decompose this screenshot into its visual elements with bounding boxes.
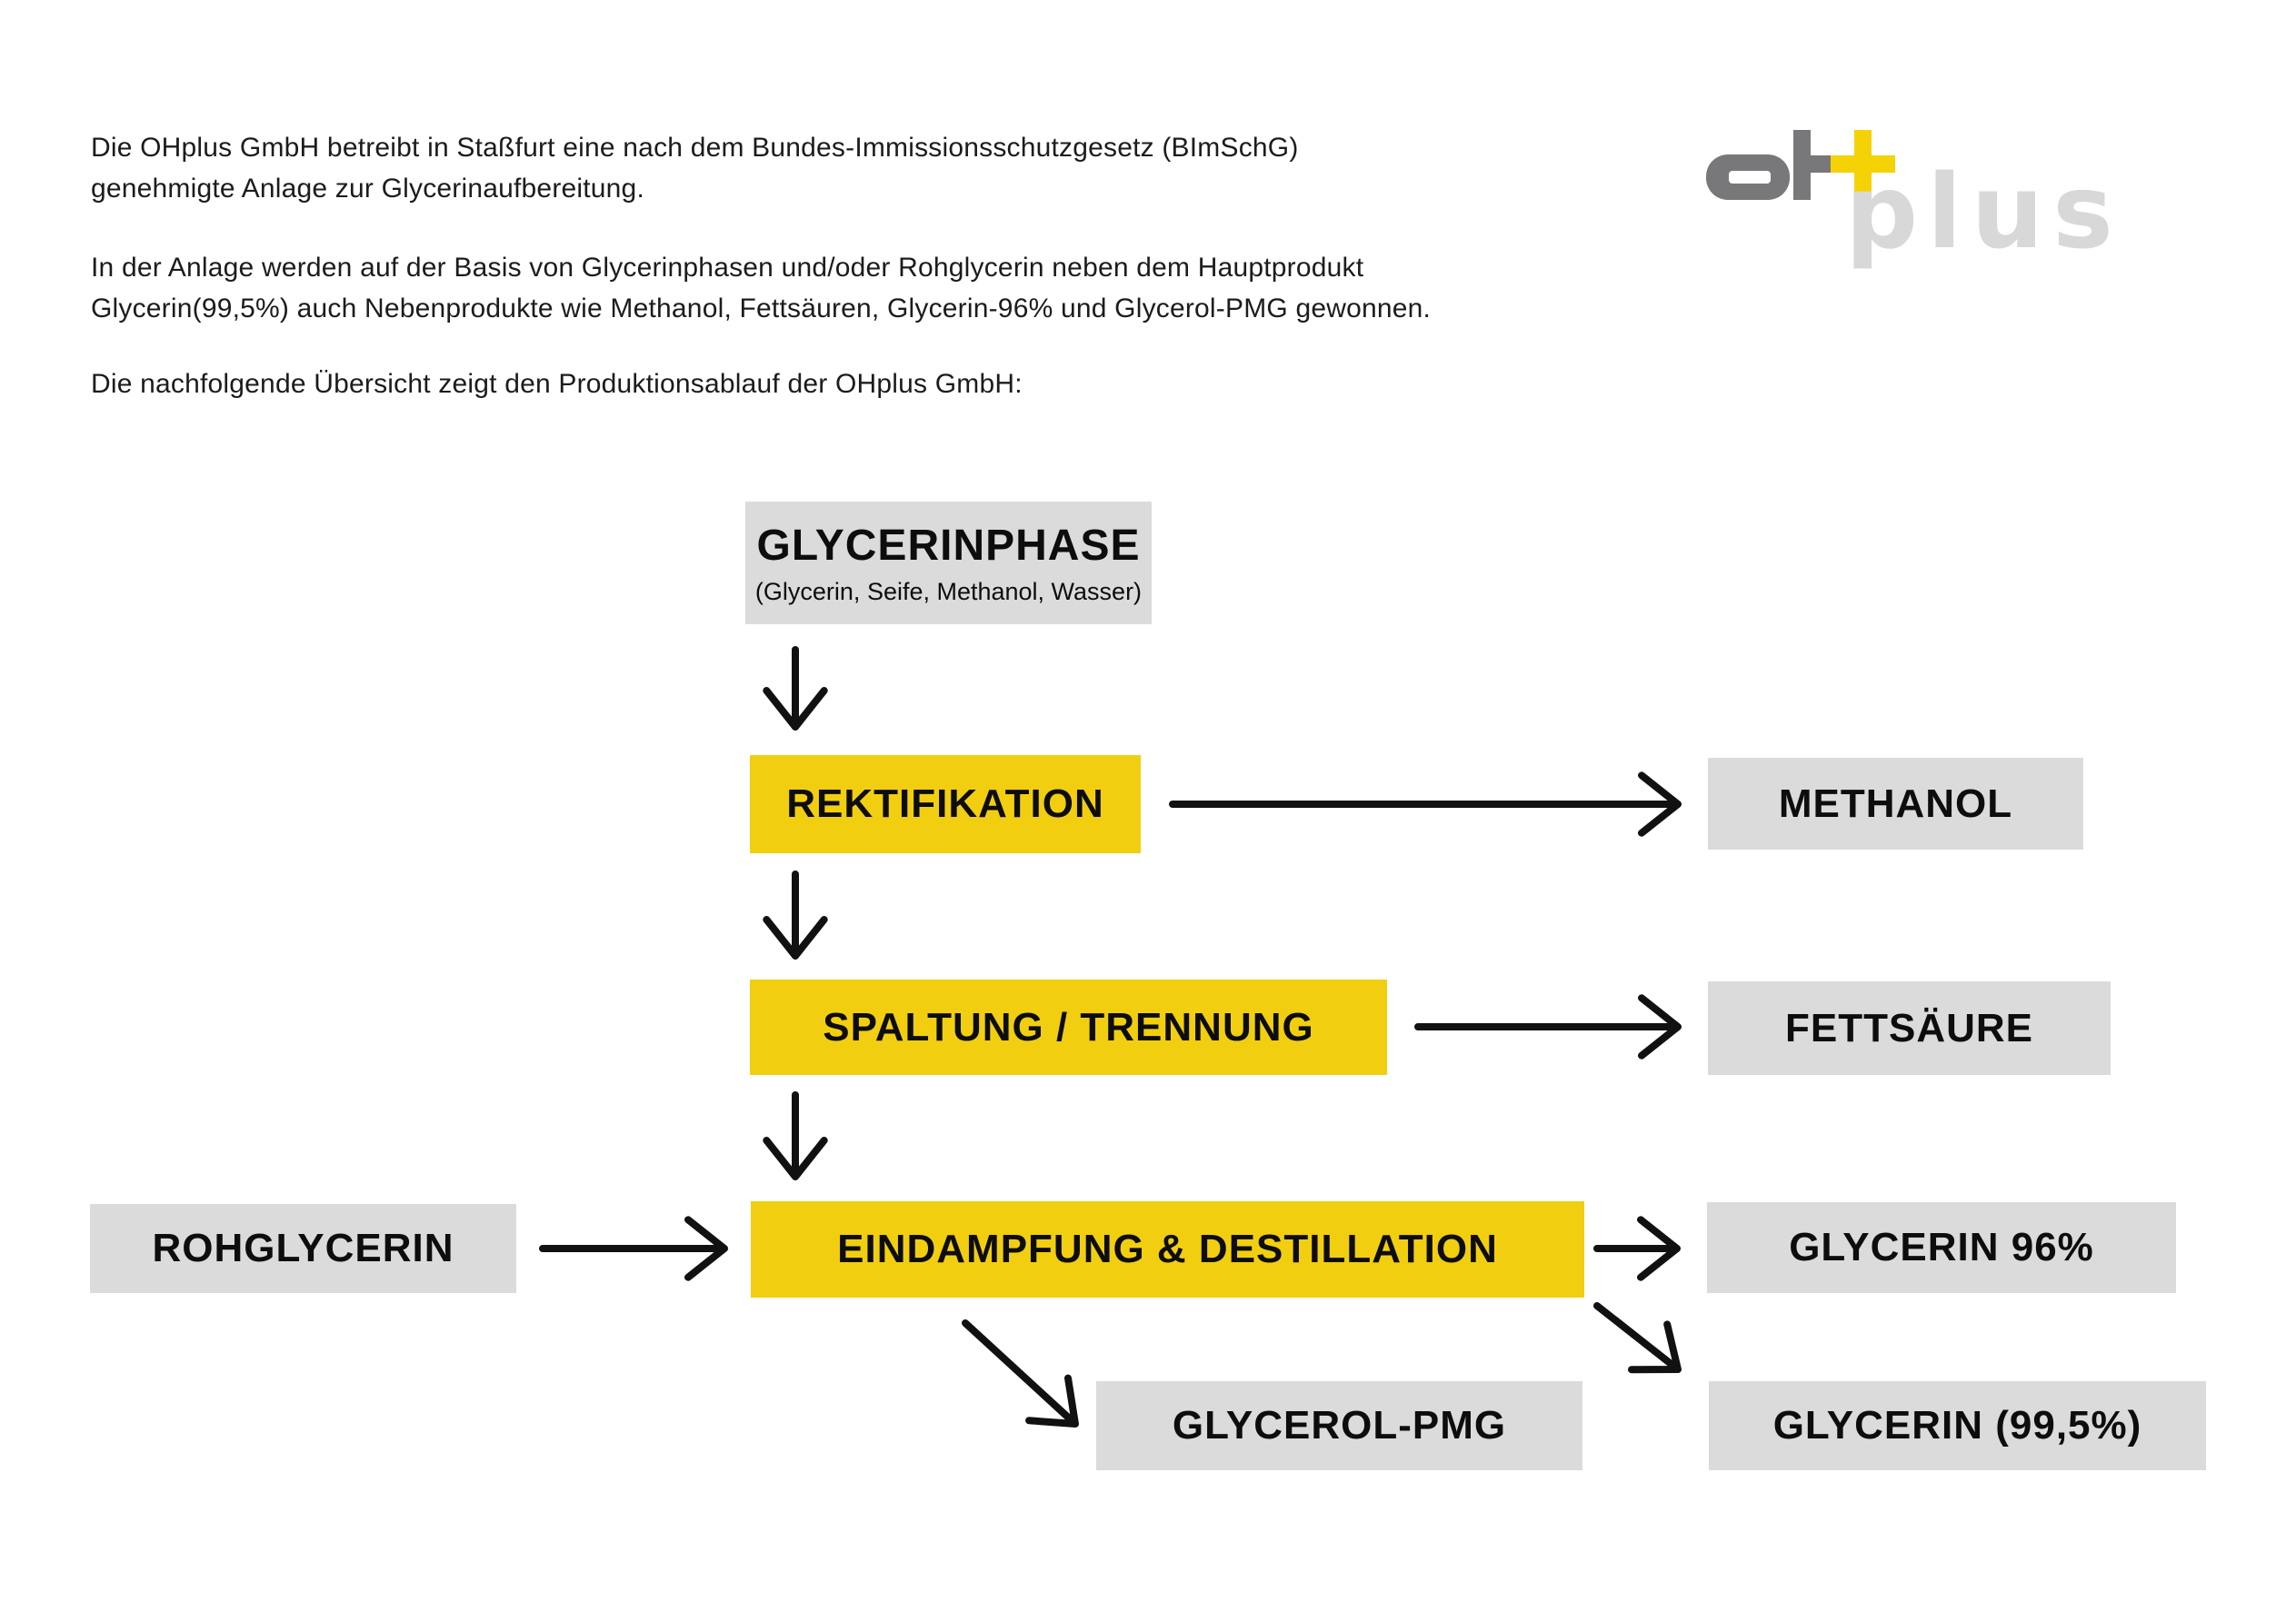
logo-plus-vertical — [1854, 130, 1872, 199]
arrow-glycerinphase-to-rektifikation — [763, 646, 828, 731]
logo-h-bar — [1793, 155, 1833, 173]
box-rektifikation: REKTIFIKATION — [750, 755, 1141, 853]
arrow-eindampfung-to-glycerin995 — [1593, 1302, 1682, 1374]
intro-paragraph-3: Die nachfolgende Übersicht zeigt den Pro… — [91, 363, 1023, 404]
box-rohglycerin-label: ROHGLYCERIN — [152, 1226, 454, 1270]
arrow-spaltung-to-fettsaeure — [1414, 994, 1682, 1060]
box-glycerinphase-subtitle: (Glycerin, Seife, Methanol, Wasser) — [754, 577, 1143, 605]
box-spaltung-trennung-label: SPALTUNG / TRENNUNG — [823, 1004, 1314, 1050]
intro-p2-line2: Glycerin(99,5%) auch Nebenprodukte wie M… — [91, 294, 1432, 323]
box-glycerol-pmg-label: GLYCEROL-PMG — [1172, 1403, 1507, 1448]
arrow-rektifikation-to-methanol — [1169, 771, 1682, 837]
box-rohglycerin: ROHGLYCERIN — [90, 1204, 516, 1293]
logo-word-plus: plus — [1845, 154, 2122, 272]
box-methanol: METHANOL — [1708, 758, 2083, 850]
arrow-rektifikation-to-spaltung — [763, 871, 828, 960]
box-eindampfung-destillation-label: EINDAMPFUNG & DESTILLATION — [837, 1227, 1498, 1271]
box-spaltung-trennung: SPALTUNG / TRENNUNG — [750, 980, 1387, 1075]
intro-paragraph-1: Die OHplus GmbH betreibt in Staßfurt ein… — [91, 127, 1299, 209]
box-glycerinphase: GLYCERINPHASE (Glycerin, Seife, Methanol… — [745, 502, 1152, 624]
box-glycerin-995: GLYCERIN (99,5%) — [1709, 1381, 2206, 1470]
ohplus-logo-icon — [1706, 130, 1895, 200]
arrow-eindampfung-to-glycerolpmg — [962, 1319, 1079, 1428]
intro-p1-line2: genehmigte Anlage zur Glycerinaufbereitu… — [91, 174, 644, 204]
intro-paragraph-2: In der Anlage werden auf der Basis von G… — [91, 247, 1431, 329]
box-glycerin-96-label: GLYCERIN 96% — [1789, 1225, 2094, 1269]
intro-p1-line1: Die OHplus GmbH betreibt in Staßfurt ein… — [91, 133, 1299, 163]
intro-p3-line1: Die nachfolgende Übersicht zeigt den Pro… — [91, 369, 1023, 399]
logo-o-slot — [1729, 171, 1771, 184]
box-glycerin-96: GLYCERIN 96% — [1707, 1202, 2176, 1293]
arrow-spaltung-to-eindampfung — [763, 1091, 828, 1180]
box-glycerol-pmg: GLYCEROL-PMG — [1096, 1381, 1582, 1470]
box-methanol-label: METHANOL — [1778, 781, 2013, 826]
box-eindampfung-destillation: EINDAMPFUNG & DESTILLATION — [751, 1201, 1584, 1298]
arrow-eindampfung-to-glycerin96 — [1593, 1216, 1681, 1281]
box-glycerinphase-title: GLYCERINPHASE — [756, 521, 1141, 570]
box-rektifikation-label: REKTIFIKATION — [786, 781, 1104, 826]
box-fettsaeure: FETTSÄURE — [1708, 981, 2111, 1075]
box-fettsaeure-label: FETTSÄURE — [1785, 1005, 2033, 1050]
intro-p2-line1: In der Anlage werden auf der Basis von G… — [91, 253, 1364, 283]
arrow-rohglycerin-to-eindampfung — [539, 1216, 728, 1281]
box-glycerin-995-label: GLYCERIN (99,5%) — [1772, 1403, 2142, 1448]
